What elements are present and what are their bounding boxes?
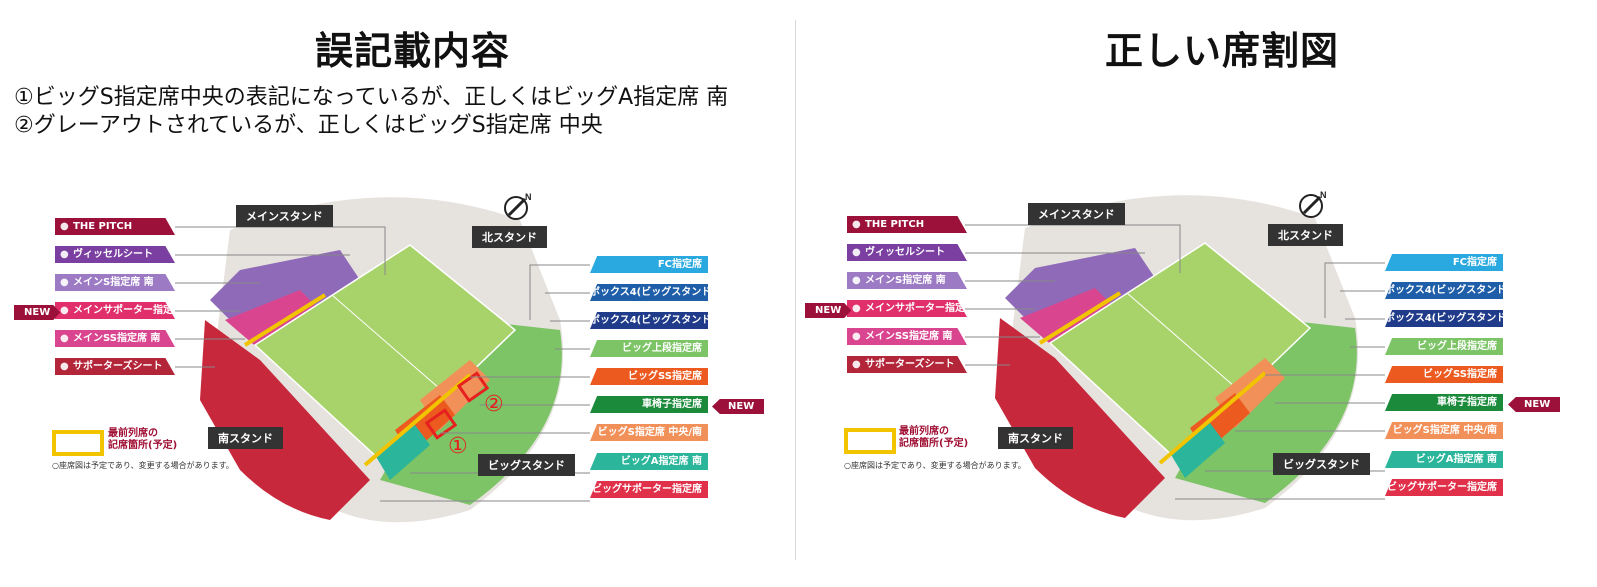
legend-big-supporter: ビッグサポーター指定席 — [1385, 479, 1503, 496]
legend-box4-back: ボックス4(ビッグスタンド後) — [590, 312, 708, 329]
legend-big-upper: ビッグ上段指定席 — [590, 340, 708, 357]
front-row-legend-box — [52, 430, 104, 456]
legend-fc: FC指定席 — [1385, 254, 1503, 271]
legend-wheelchair: 車椅子指定席 — [590, 396, 708, 413]
legend-vissel-seat: ヴィッセルシート — [847, 244, 967, 261]
compass-icon: N — [1299, 190, 1327, 218]
page-title-correct: 正しい席割図 — [1105, 29, 1340, 73]
legend-big-upper: ビッグ上段指定席 — [1385, 338, 1503, 355]
legend-main-supporter: メインサポーター指定席 — [847, 300, 967, 317]
new-badge-left-correct: NEW — [805, 303, 852, 318]
legend-big-a-south: ビッグA指定席 南 — [1385, 451, 1503, 468]
legend-main-ss-south: メインSS指定席 南 — [847, 328, 967, 345]
legend-big-s: ビッグS指定席 中央/南 — [1385, 422, 1503, 439]
legend-left: THE PITCH ヴィッセルシート メインS指定席 南 メインサポーター指定席… — [55, 218, 195, 386]
panel-correct: 正しい席割図 — [800, 0, 1597, 587]
front-row-legend-box — [844, 428, 896, 454]
legend-the-pitch: THE PITCH — [55, 218, 175, 235]
legend-supporters-seat: サポーターズシート — [847, 356, 967, 373]
legend-big-ss: ビッグSS指定席 — [590, 368, 708, 385]
compass-icon: N — [504, 192, 532, 220]
legend-right-correct: FC指定席 ボックス4(ビッグスタンド側前) ボックス4(ビッグスタンド後) ビ… — [1385, 254, 1505, 507]
stand-south: 南スタンド — [208, 427, 283, 449]
legend-main-s-south: メインS指定席 南 — [847, 272, 967, 289]
new-badge-right: NEW — [712, 399, 765, 414]
note-1: ①ビッグS指定席中央の表記になっているが、正しくはビッグA指定席 南 — [14, 85, 729, 110]
legend-left-correct: THE PITCH ヴィッセルシート メインS指定席 南 メインサポーター指定席… — [847, 216, 987, 384]
legend-fc: FC指定席 — [590, 256, 708, 273]
marker-1: ① — [448, 434, 468, 459]
legend-big-a-south: ビッグA指定席 南 — [590, 453, 708, 470]
disclaimer: ○座席図は予定であり、変更する場合があります。 — [52, 461, 234, 470]
legend-big-ss: ビッグSS指定席 — [1385, 366, 1503, 383]
legend-supporters-seat: サポーターズシート — [55, 358, 175, 375]
disclaimer: ○座席図は予定であり、変更する場合があります。 — [844, 461, 1026, 470]
stand-main: メインスタンド — [1028, 203, 1125, 225]
legend-wheelchair: 車椅子指定席 — [1385, 394, 1503, 411]
correction-notes: ①ビッグS指定席中央の表記になっているが、正しくはビッグA指定席 南 ②グレーア… — [14, 84, 728, 140]
svg-text:N: N — [525, 192, 532, 202]
front-row-legend-label: 最前列席の 記席箇所(予定) — [108, 428, 178, 451]
stand-big: ビッグスタンド — [1273, 453, 1370, 475]
new-badge-left: NEW — [14, 305, 61, 320]
legend-box4-front: ボックス4(ビッグスタンド側前) — [590, 284, 708, 301]
marker-2: ② — [484, 392, 504, 417]
stadium-map-correct — [965, 195, 1385, 521]
panel-incorrect: 誤記載内容 ①ビッグS指定席中央の表記になっているが、正しくはビッグA指定席 南… — [0, 0, 790, 587]
legend-box4-front: ボックス4(ビッグスタンド側前) — [1385, 282, 1503, 299]
stand-south: 南スタンド — [998, 427, 1073, 449]
stand-big: ビッグスタンド — [478, 454, 575, 476]
legend-box4-back: ボックス4(ビッグスタンド後) — [1385, 310, 1503, 327]
stand-north: 北スタンド — [472, 226, 547, 248]
legend-right: FC指定席 ボックス4(ビッグスタンド側前) ボックス4(ビッグスタンド後) ビ… — [590, 256, 710, 509]
stadium-map-incorrect — [175, 197, 590, 523]
front-row-legend-label: 最前列席の 記席箇所(予定) — [899, 426, 969, 449]
legend-main-supporter: メインサポーター指定席 — [55, 302, 175, 319]
note-2: ②グレーアウトされているが、正しくはビッグS指定席 中央 — [14, 113, 603, 138]
page-title-incorrect: 誤記載内容 — [315, 29, 511, 73]
svg-text:N: N — [1320, 190, 1327, 200]
legend-big-s: ビッグS指定席 中央/南 — [590, 424, 708, 441]
legend-big-supporter: ビッグサポーター指定席 — [590, 481, 708, 498]
stand-main: メインスタンド — [236, 205, 333, 227]
divider — [795, 20, 796, 560]
new-badge-right-correct: NEW — [1508, 397, 1561, 412]
legend-main-ss-south: メインSS指定席 南 — [55, 330, 175, 347]
legend-the-pitch: THE PITCH — [847, 216, 967, 233]
legend-vissel-seat: ヴィッセルシート — [55, 246, 175, 263]
stand-north: 北スタンド — [1268, 224, 1343, 246]
legend-main-s-south: メインS指定席 南 — [55, 274, 175, 291]
